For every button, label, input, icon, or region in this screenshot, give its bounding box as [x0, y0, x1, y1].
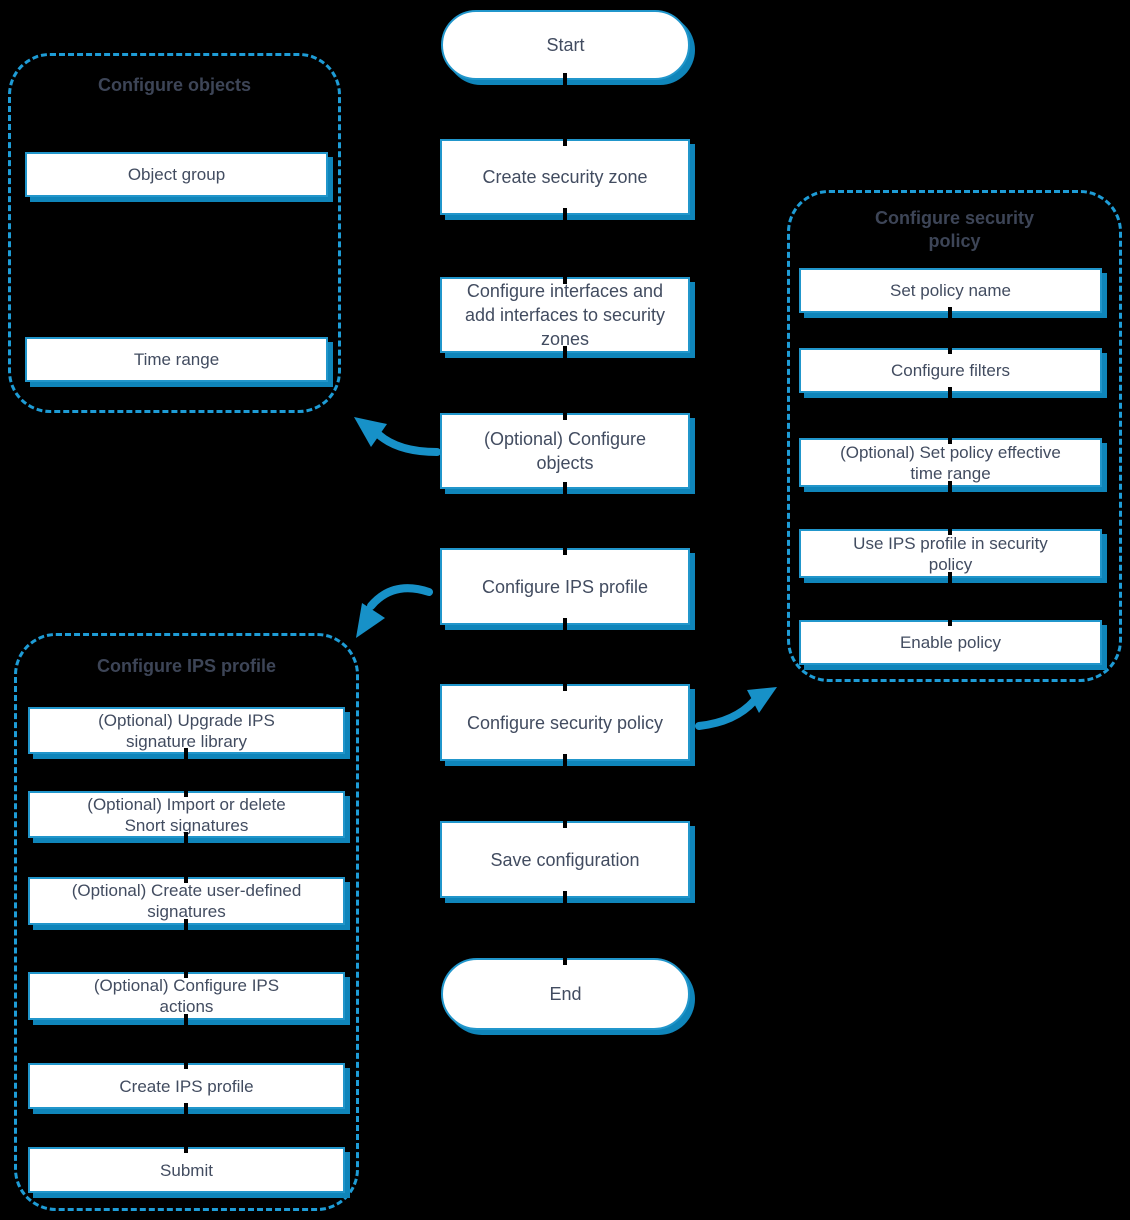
set-policy-effective-time-range-node: (Optional) Set policy effective time ran…: [799, 438, 1102, 487]
time-range-node: Time range: [25, 337, 328, 382]
use-ips-profile-in-security-policy-node: Use IPS profile in security policy: [799, 529, 1102, 578]
connector: [563, 346, 567, 420]
configure-ips-profile-group: [14, 633, 359, 1211]
configure-security-policy-group: [787, 190, 1122, 682]
set-policy-name-node: Set policy name: [799, 268, 1102, 313]
submit-node: Submit: [28, 1147, 345, 1193]
configure-objects-group: [8, 53, 341, 413]
configure-ips-profile-group-title: Configure IPS profile: [96, 656, 276, 676]
connector: [563, 618, 567, 691]
optional-configure-objects-node: (Optional) Configure objects: [440, 413, 690, 489]
start-node: Start: [441, 10, 690, 80]
create-security-zone-node: Create security zone: [440, 139, 690, 215]
connector: [563, 73, 567, 146]
connector: [184, 1014, 188, 1069]
configure-ips-actions-node: (Optional) Configure IPS actions: [28, 972, 345, 1020]
connector: [563, 891, 567, 965]
create-ips-profile-node: Create IPS profile: [28, 1063, 345, 1109]
save-configuration-node: Save configuration: [440, 821, 690, 898]
configure-security-policy-group-title: Configure security policy: [874, 208, 1035, 251]
curved-arrow-to-security-policy-group-icon: [695, 687, 777, 730]
configure-interfaces-node: Configure interfaces and add interfaces …: [440, 277, 690, 353]
connector: [948, 572, 952, 626]
connector: [184, 832, 188, 883]
curved-arrow-to-ips-profile-group-icon: [356, 584, 433, 638]
connector: [948, 387, 952, 444]
enable-policy-node: Enable policy: [799, 620, 1102, 665]
connector: [184, 748, 188, 797]
connector: [948, 481, 952, 535]
connector: [563, 482, 567, 555]
connector: [563, 208, 567, 284]
import-delete-snort-signatures-node: (Optional) Import or delete Snort signat…: [28, 791, 345, 838]
configure-ips-profile-node: Configure IPS profile: [440, 548, 690, 625]
curved-arrow-to-objects-group-icon: [354, 417, 441, 456]
configure-security-policy-node: Configure security policy: [440, 684, 690, 761]
end-node: End: [441, 958, 690, 1030]
configure-objects-group-title: Configure objects: [97, 75, 251, 95]
connector: [184, 919, 188, 978]
upgrade-ips-signature-library-node: (Optional) Upgrade IPS signature library: [28, 707, 345, 754]
create-user-defined-signatures-node: (Optional) Create user-defined signature…: [28, 877, 345, 925]
connector: [948, 307, 952, 354]
connector: [563, 754, 567, 828]
connector: [184, 1103, 188, 1153]
object-group-node: Object group: [25, 152, 328, 197]
